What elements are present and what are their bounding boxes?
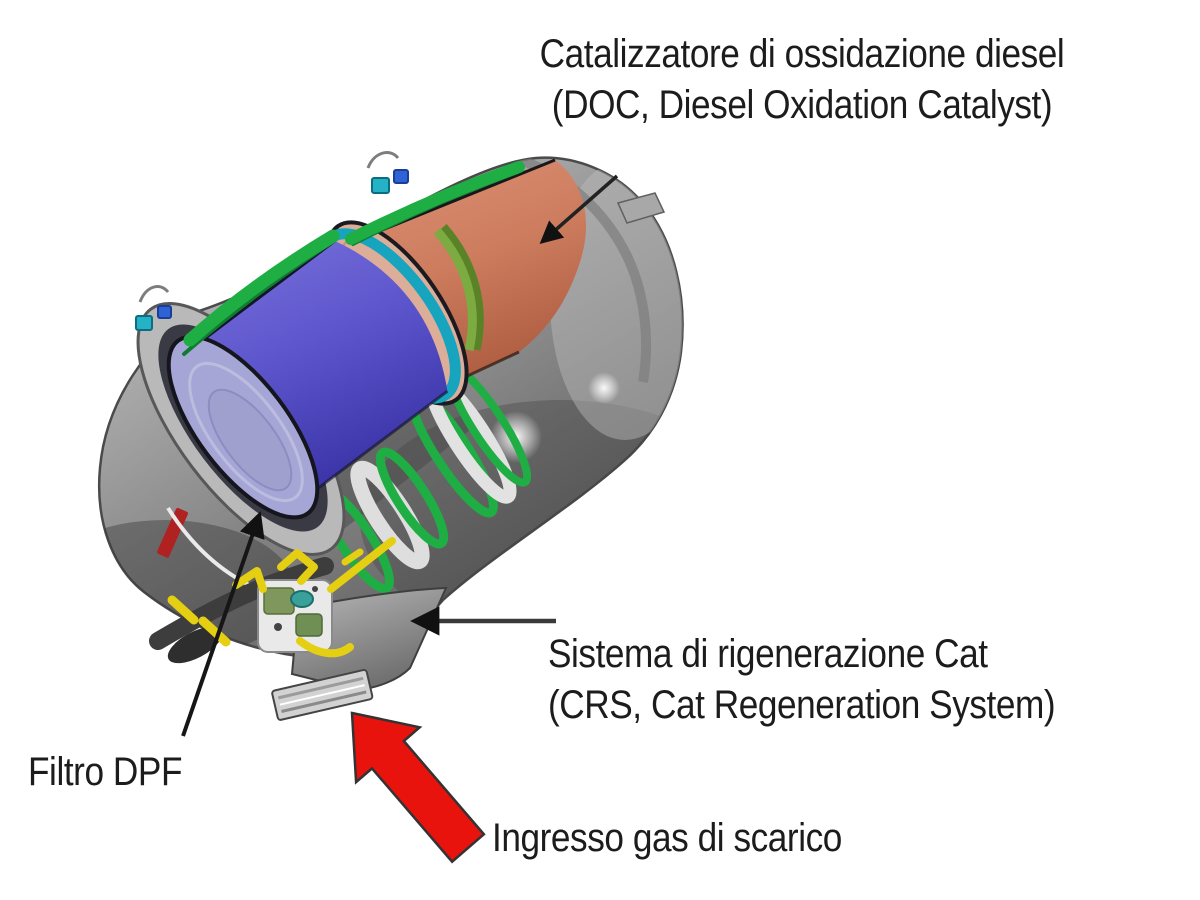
catalyst-ring-olive xyxy=(433,227,477,351)
doc-label-line1: Catalizzatore di ossidazione diesel xyxy=(539,32,1065,76)
exhaust-inlet-arrow xyxy=(350,711,486,864)
crs-label: Sistema di rigenerazione Cat (CRS, Cat R… xyxy=(548,629,1056,731)
sensor-wire-loop xyxy=(366,151,400,169)
wiring-harness xyxy=(167,537,396,658)
crs-label-line2: (CRS, Cat Regeneration System) xyxy=(548,682,1056,727)
blue-sensor-cap xyxy=(393,169,409,184)
inlet-flange xyxy=(271,668,374,721)
sensor-fitting xyxy=(135,285,172,331)
teal-sensor-cube xyxy=(135,315,153,331)
blue-sensor-cap xyxy=(157,305,172,319)
sensor-wire-loop xyxy=(138,285,170,303)
crs-label-line1: Sistema di rigenerazione Cat xyxy=(548,632,988,676)
green-gasket-band xyxy=(182,161,525,356)
dpf-label-text: Filtro DPF xyxy=(28,750,182,794)
doc-label: Catalizzatore di ossidazione diesel (DOC… xyxy=(494,29,1110,131)
inlet-label-text: Ingresso gas di scarico xyxy=(492,816,842,860)
doc-pointer-arrow xyxy=(539,174,619,245)
bracket-lower-arm xyxy=(167,626,223,664)
dpf-face-dish xyxy=(207,388,293,492)
specular-highlight xyxy=(588,372,620,404)
doser-module xyxy=(295,613,323,637)
red-mounting-stripe xyxy=(157,507,189,558)
doser-port xyxy=(290,590,314,608)
dpf-pointer-arrow xyxy=(181,511,265,737)
dpf-label: Filtro DPF xyxy=(28,747,182,798)
sensor-fitting xyxy=(366,151,409,194)
doc-label-line2: (DOC, Diesel Oxidation Catalyst) xyxy=(551,82,1053,127)
sensor-boss-tab xyxy=(616,192,666,224)
teal-sensor-cube xyxy=(371,177,390,194)
dpf-face-outer-ring xyxy=(188,361,304,503)
doser-module xyxy=(263,587,295,615)
inlet-label: Ingresso gas di scarico xyxy=(492,813,842,864)
